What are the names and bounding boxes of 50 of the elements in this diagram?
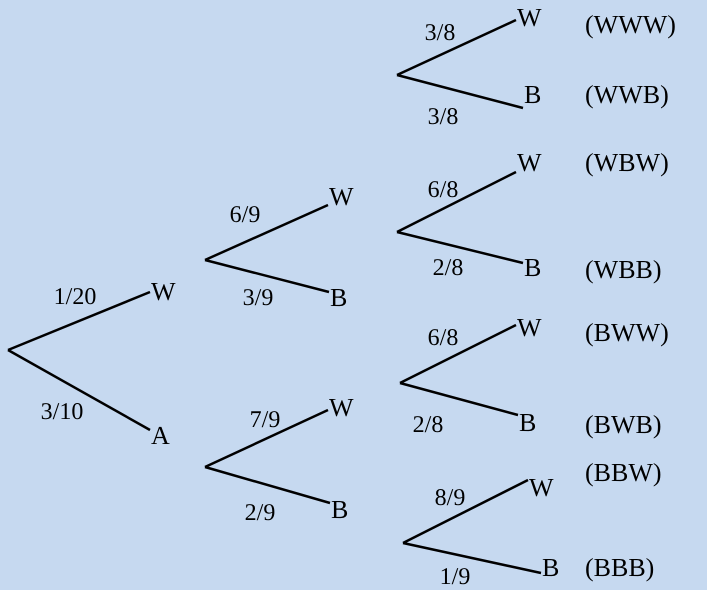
branch-line bbox=[204, 466, 330, 504]
branch-line bbox=[204, 408, 329, 468]
branch-line bbox=[396, 230, 524, 264]
edge-label: 3/9 bbox=[242, 286, 274, 310]
edge-label: 2/8 bbox=[432, 256, 464, 280]
edge-label: 2/8 bbox=[412, 413, 444, 437]
branch-line bbox=[399, 324, 517, 384]
edge-label: 6/9 bbox=[230, 203, 260, 227]
edge-label: 6/8 bbox=[428, 326, 458, 350]
outcome-letter: W bbox=[517, 315, 542, 341]
outcome-letter: B bbox=[519, 410, 536, 436]
edge-label: 6/8 bbox=[428, 178, 458, 202]
outcome-letter: W bbox=[517, 5, 542, 31]
outcome-letter: W bbox=[329, 184, 354, 210]
branch-line bbox=[396, 74, 524, 110]
edge-label: 7/9 bbox=[250, 408, 280, 432]
edge-label: 3/10 bbox=[40, 400, 84, 424]
edge-label: 1/20 bbox=[54, 285, 96, 309]
edge-label: 1/9 bbox=[440, 565, 470, 589]
outcome-letter: W bbox=[151, 279, 176, 305]
outcome-sequence: (BBB) bbox=[585, 555, 654, 581]
branch-line bbox=[396, 18, 517, 76]
edge-label: 8/9 bbox=[434, 486, 466, 510]
outcome-sequence: (WBB) bbox=[585, 257, 662, 283]
outcome-letter: B bbox=[524, 82, 542, 108]
branch-line bbox=[400, 382, 518, 416]
edge-label: 2/9 bbox=[244, 501, 276, 525]
outcome-letter: B bbox=[524, 255, 542, 281]
outcome-sequence: (BWB) bbox=[585, 412, 662, 438]
edge-label: 3/8 bbox=[428, 105, 458, 129]
branch-line bbox=[7, 348, 151, 432]
branch-line bbox=[396, 170, 517, 234]
branch-line bbox=[204, 204, 328, 262]
outcome-sequence: (WWB) bbox=[585, 82, 669, 108]
outcome-letter: W bbox=[329, 395, 354, 421]
outcome-sequence: (WBW) bbox=[585, 150, 669, 176]
branch-line bbox=[402, 478, 529, 544]
outcome-letter: B bbox=[330, 285, 348, 311]
outcome-letter: B bbox=[331, 497, 348, 523]
outcome-sequence: (BWW) bbox=[585, 320, 669, 346]
branch-line bbox=[402, 542, 542, 574]
outcome-sequence: (WWW) bbox=[585, 12, 676, 38]
edge-label: 3/8 bbox=[424, 21, 456, 45]
branch-line bbox=[8, 290, 150, 352]
outcome-letter: W bbox=[529, 475, 554, 501]
branch-line bbox=[204, 258, 330, 294]
outcome-letter: B bbox=[542, 555, 560, 581]
outcome-sequence: (BBW) bbox=[585, 460, 662, 486]
outcome-letter: A bbox=[151, 423, 170, 449]
outcome-letter: W bbox=[517, 150, 542, 176]
